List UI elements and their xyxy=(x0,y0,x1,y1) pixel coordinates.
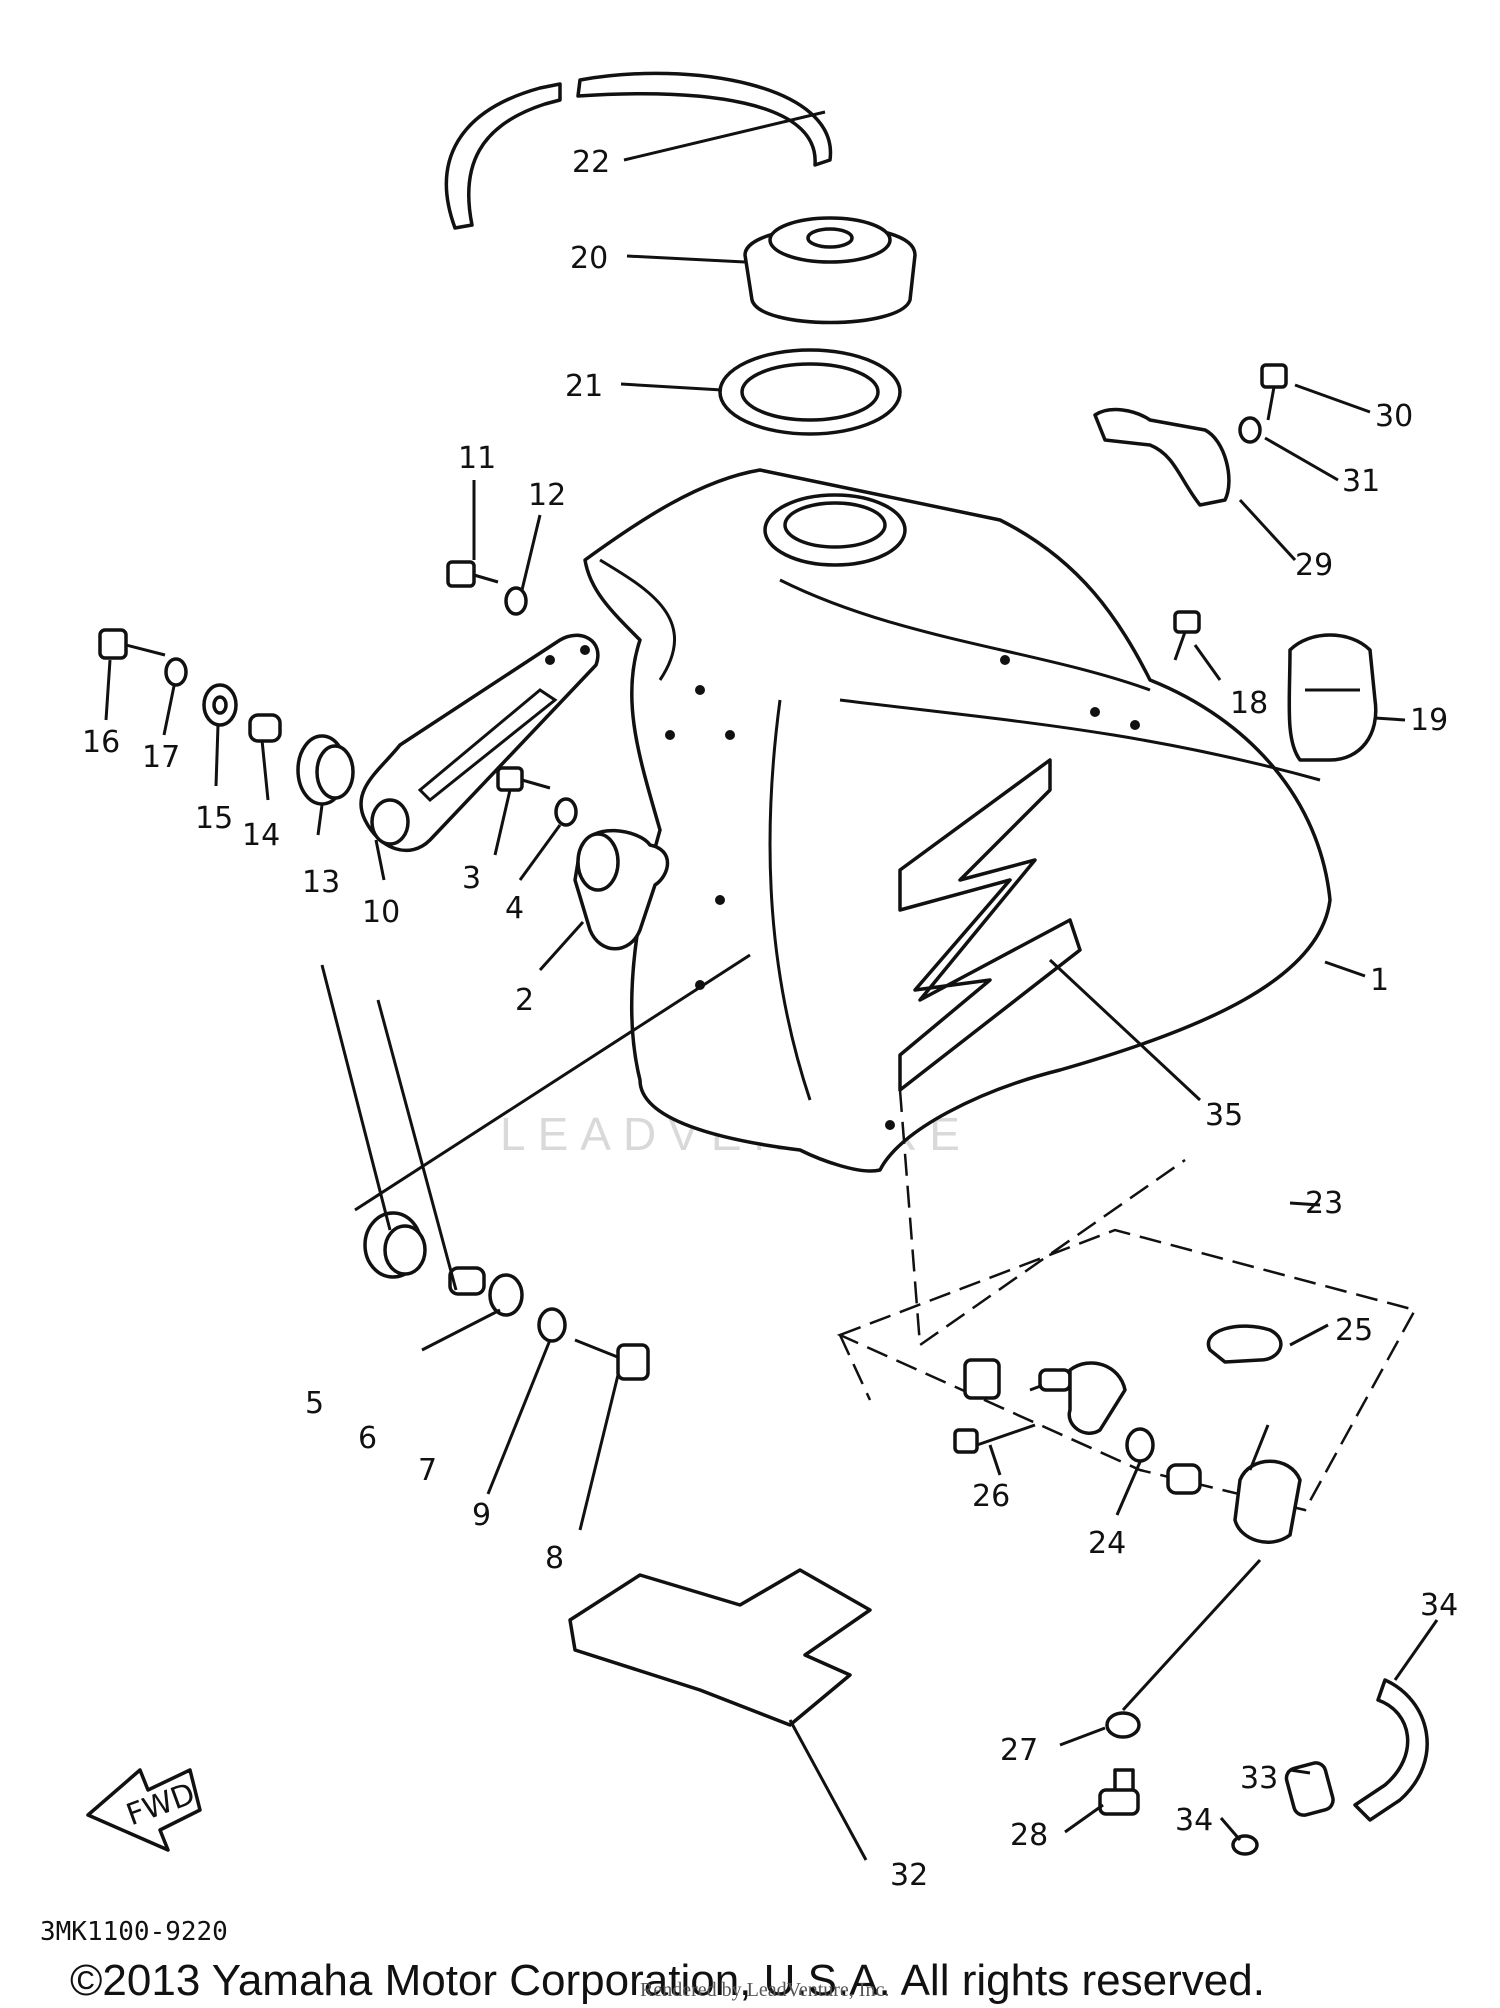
washer-27 xyxy=(1105,1711,1141,1739)
render-credit: Rendered by LeadVenture, Inc. xyxy=(640,1979,889,2001)
fuel-tank xyxy=(583,468,1332,1173)
tank-bracket xyxy=(573,828,670,951)
cover-plate xyxy=(1287,633,1378,762)
callout-4: 4 xyxy=(505,891,524,926)
joint-33 xyxy=(1284,1761,1335,1817)
washer-9 xyxy=(537,1307,567,1343)
callout-11: 11 xyxy=(458,441,496,476)
callout-34-hose: 34 xyxy=(1420,1588,1458,1623)
damper-13 xyxy=(296,734,355,806)
callout-19: 19 xyxy=(1410,703,1448,738)
callout-3: 3 xyxy=(462,861,481,896)
tank-stay xyxy=(359,633,600,852)
copyright-notice: ©2013 Yamaha Motor Corporation, U.S.A. A… xyxy=(70,1956,1265,2005)
callout-10: 10 xyxy=(362,895,400,930)
callout-34-clip: 34 xyxy=(1175,1803,1213,1838)
washer-12 xyxy=(504,586,528,616)
washer-4 xyxy=(554,797,578,827)
tank-pad xyxy=(568,1568,872,1727)
callout-14: 14 xyxy=(242,818,280,853)
bolt-30 xyxy=(1260,363,1288,421)
callout-17: 17 xyxy=(142,740,180,775)
callout-18: 18 xyxy=(1230,686,1268,721)
clip-34 xyxy=(1231,1834,1259,1856)
spacer-6 xyxy=(448,1266,486,1296)
leader-lines xyxy=(104,110,1439,1861)
callout-2: 2 xyxy=(515,983,534,1018)
callout-16: 16 xyxy=(82,725,120,760)
callout-33: 33 xyxy=(1240,1761,1278,1796)
washer-17 xyxy=(164,657,188,687)
bolt-3 xyxy=(496,766,551,792)
spacer-14 xyxy=(248,713,282,743)
diagram-code: 3MK1100-9220 xyxy=(40,1917,228,1947)
tank-emblem xyxy=(898,758,1082,1092)
callout-32: 32 xyxy=(890,1858,928,1893)
callout-1: 1 xyxy=(1370,963,1389,998)
callout-15: 15 xyxy=(195,801,233,836)
callout-31: 31 xyxy=(1342,464,1380,499)
callout-21: 21 xyxy=(565,369,603,404)
hose-34 xyxy=(1353,1678,1429,1822)
fuel-cock-assembly xyxy=(836,1089,1417,1544)
callout-25: 25 xyxy=(1335,1313,1373,1348)
callout-labels: 1 2 3 4 5 6 7 8 9 10 11 12 13 14 15 16 1… xyxy=(82,145,1458,1893)
fuel-cap xyxy=(743,216,917,325)
washer-31 xyxy=(1238,416,1262,444)
callout-13: 13 xyxy=(302,865,340,900)
collar-7 xyxy=(488,1273,524,1317)
collar-15 xyxy=(202,683,238,727)
holder-29 xyxy=(1093,407,1231,507)
callout-5: 5 xyxy=(305,1386,324,1421)
callout-9: 9 xyxy=(472,1498,491,1533)
vent-hose xyxy=(444,71,833,230)
screw-18 xyxy=(1173,610,1201,661)
forward-arrow-icon xyxy=(86,1768,202,1852)
bolt-11 xyxy=(446,560,499,588)
callout-7: 7 xyxy=(418,1453,437,1488)
callout-35: 35 xyxy=(1205,1098,1243,1133)
callout-20: 20 xyxy=(570,241,608,276)
callout-8: 8 xyxy=(545,1541,564,1576)
callout-23: 23 xyxy=(1305,1186,1343,1221)
callout-30: 30 xyxy=(1375,399,1413,434)
bolt-16 xyxy=(98,628,166,660)
callout-28: 28 xyxy=(1010,1818,1048,1853)
bolt-28 xyxy=(1098,1768,1140,1816)
cap-gasket xyxy=(718,348,902,436)
callout-27: 27 xyxy=(1000,1733,1038,1768)
callout-22: 22 xyxy=(572,145,610,180)
callout-26: 26 xyxy=(972,1479,1010,1514)
bolt-8 xyxy=(574,1338,650,1381)
callout-29: 29 xyxy=(1295,548,1333,583)
callout-6: 6 xyxy=(358,1421,377,1456)
damper-5 xyxy=(363,1211,427,1279)
callout-12: 12 xyxy=(528,478,566,513)
callout-24: 24 xyxy=(1088,1526,1126,1561)
